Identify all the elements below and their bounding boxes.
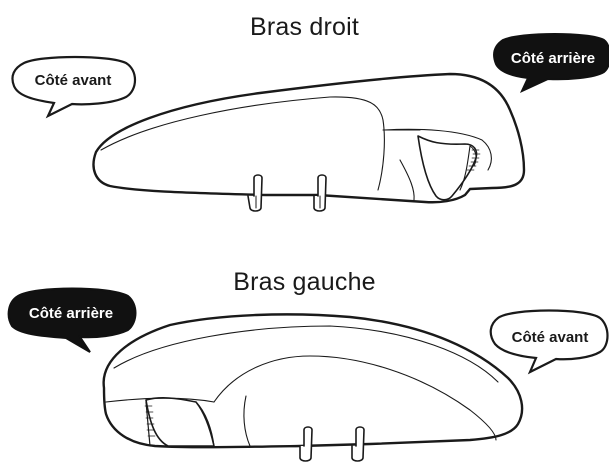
speech-bubble-rear-right-arm: Côté arrière — [494, 34, 609, 91]
armrest-left-illustration — [104, 314, 522, 461]
speech-bubble-front-left-arm: Côté avant — [491, 311, 608, 373]
bubble-label: Côté arrière — [511, 50, 595, 67]
bubble-label: Côté avant — [512, 329, 589, 346]
speech-bubble-front-right-arm: Côté avant — [12, 57, 135, 116]
armrest-right-illustration — [94, 74, 524, 211]
bubble-label: Côté arrière — [29, 305, 113, 322]
speech-bubble-rear-left-arm: Côté arrière — [9, 289, 136, 353]
bubble-label: Côté avant — [35, 72, 112, 89]
